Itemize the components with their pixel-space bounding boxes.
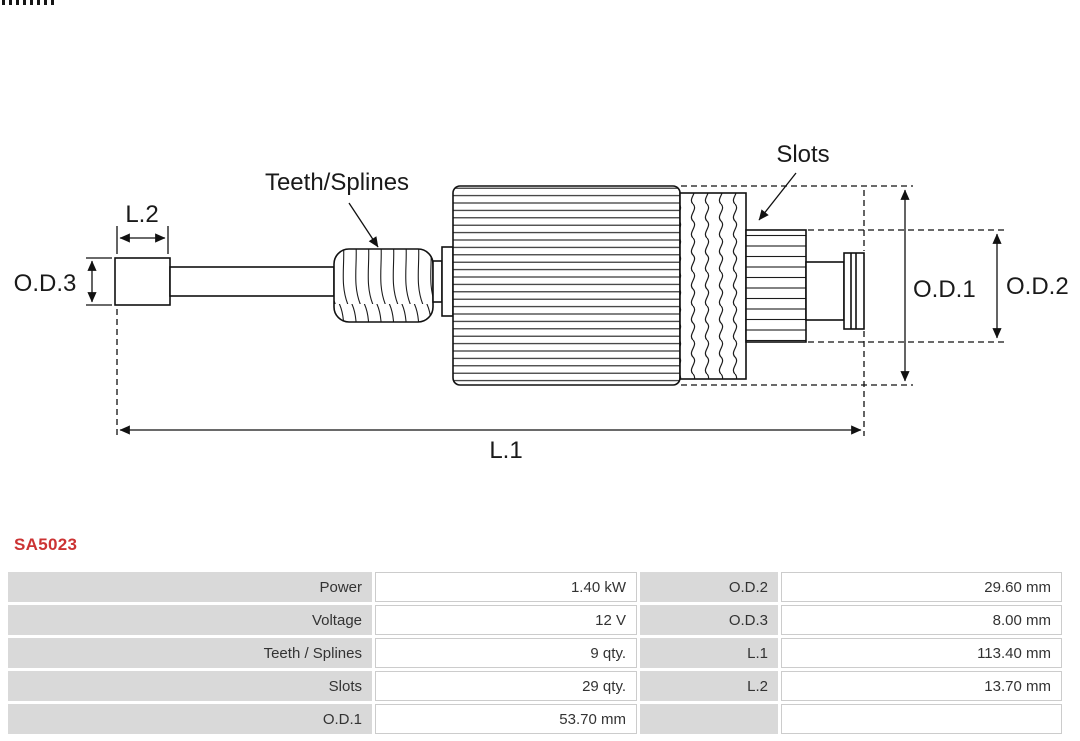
armature-core: [452, 185, 681, 386]
l1-label: L.1: [489, 437, 522, 464]
spec-value-cell: 8.00 mm: [781, 605, 1062, 635]
teeth-splines-label: Teeth/Splines: [265, 169, 409, 196]
spec-label-cell: Voltage: [8, 605, 372, 635]
spec-label-cell: O.D.1: [8, 704, 372, 734]
spec-table: Power 1.40 kW O.D.2 29.60 mm Voltage 12 …: [8, 572, 1062, 734]
spec-value-cell: 113.40 mm: [781, 638, 1062, 668]
spec-value-cell: 12 V: [375, 605, 637, 635]
spec-value-cell: [781, 704, 1062, 734]
spec-value-cell: 53.70 mm: [375, 704, 637, 734]
pinion-journal: [114, 257, 171, 306]
commutator: [745, 229, 807, 343]
od2-label: O.D.2: [1006, 273, 1069, 300]
collar-small: [432, 260, 443, 303]
spec-label-cell: Slots: [8, 671, 372, 701]
spec-label-cell: L.2: [640, 671, 778, 701]
corner-stripe-mark: [2, 0, 56, 5]
collar-large: [441, 246, 454, 317]
spec-label-cell: O.D.2: [640, 572, 778, 602]
dimension-lines: [86, 172, 1006, 436]
end-bushing: [843, 252, 865, 330]
slots-label: Slots: [776, 141, 829, 168]
spec-value-cell: 1.40 kW: [375, 572, 637, 602]
teeth-splines-pointer-arrow: [348, 202, 379, 248]
spec-value-cell: 9 qty.: [375, 638, 637, 668]
spec-label-cell: Teeth / Splines: [8, 638, 372, 668]
part-number: SA5023: [14, 535, 78, 554]
spec-label-cell: L.1: [640, 638, 778, 668]
spline-section: [333, 248, 434, 323]
spec-label-cell: O.D.3: [640, 605, 778, 635]
od1-label: O.D.1: [913, 276, 976, 303]
spec-value-cell: 29.60 mm: [781, 572, 1062, 602]
armature-diagram: O.D.3 L.2 Teeth/Splines Slots O.D.1 O.D.…: [14, 141, 1069, 464]
spec-label-cell: [640, 704, 778, 734]
winding-risers: [679, 192, 747, 380]
spec-label-cell: Power: [8, 572, 372, 602]
spec-value-cell: 13.70 mm: [781, 671, 1062, 701]
l2-label: L.2: [125, 201, 158, 228]
spec-value-cell: 29 qty.: [375, 671, 637, 701]
slots-pointer-arrow: [758, 172, 797, 221]
od3-label: O.D.3: [14, 270, 77, 297]
shaft-right: [805, 261, 845, 321]
shaft-left: [169, 266, 335, 297]
